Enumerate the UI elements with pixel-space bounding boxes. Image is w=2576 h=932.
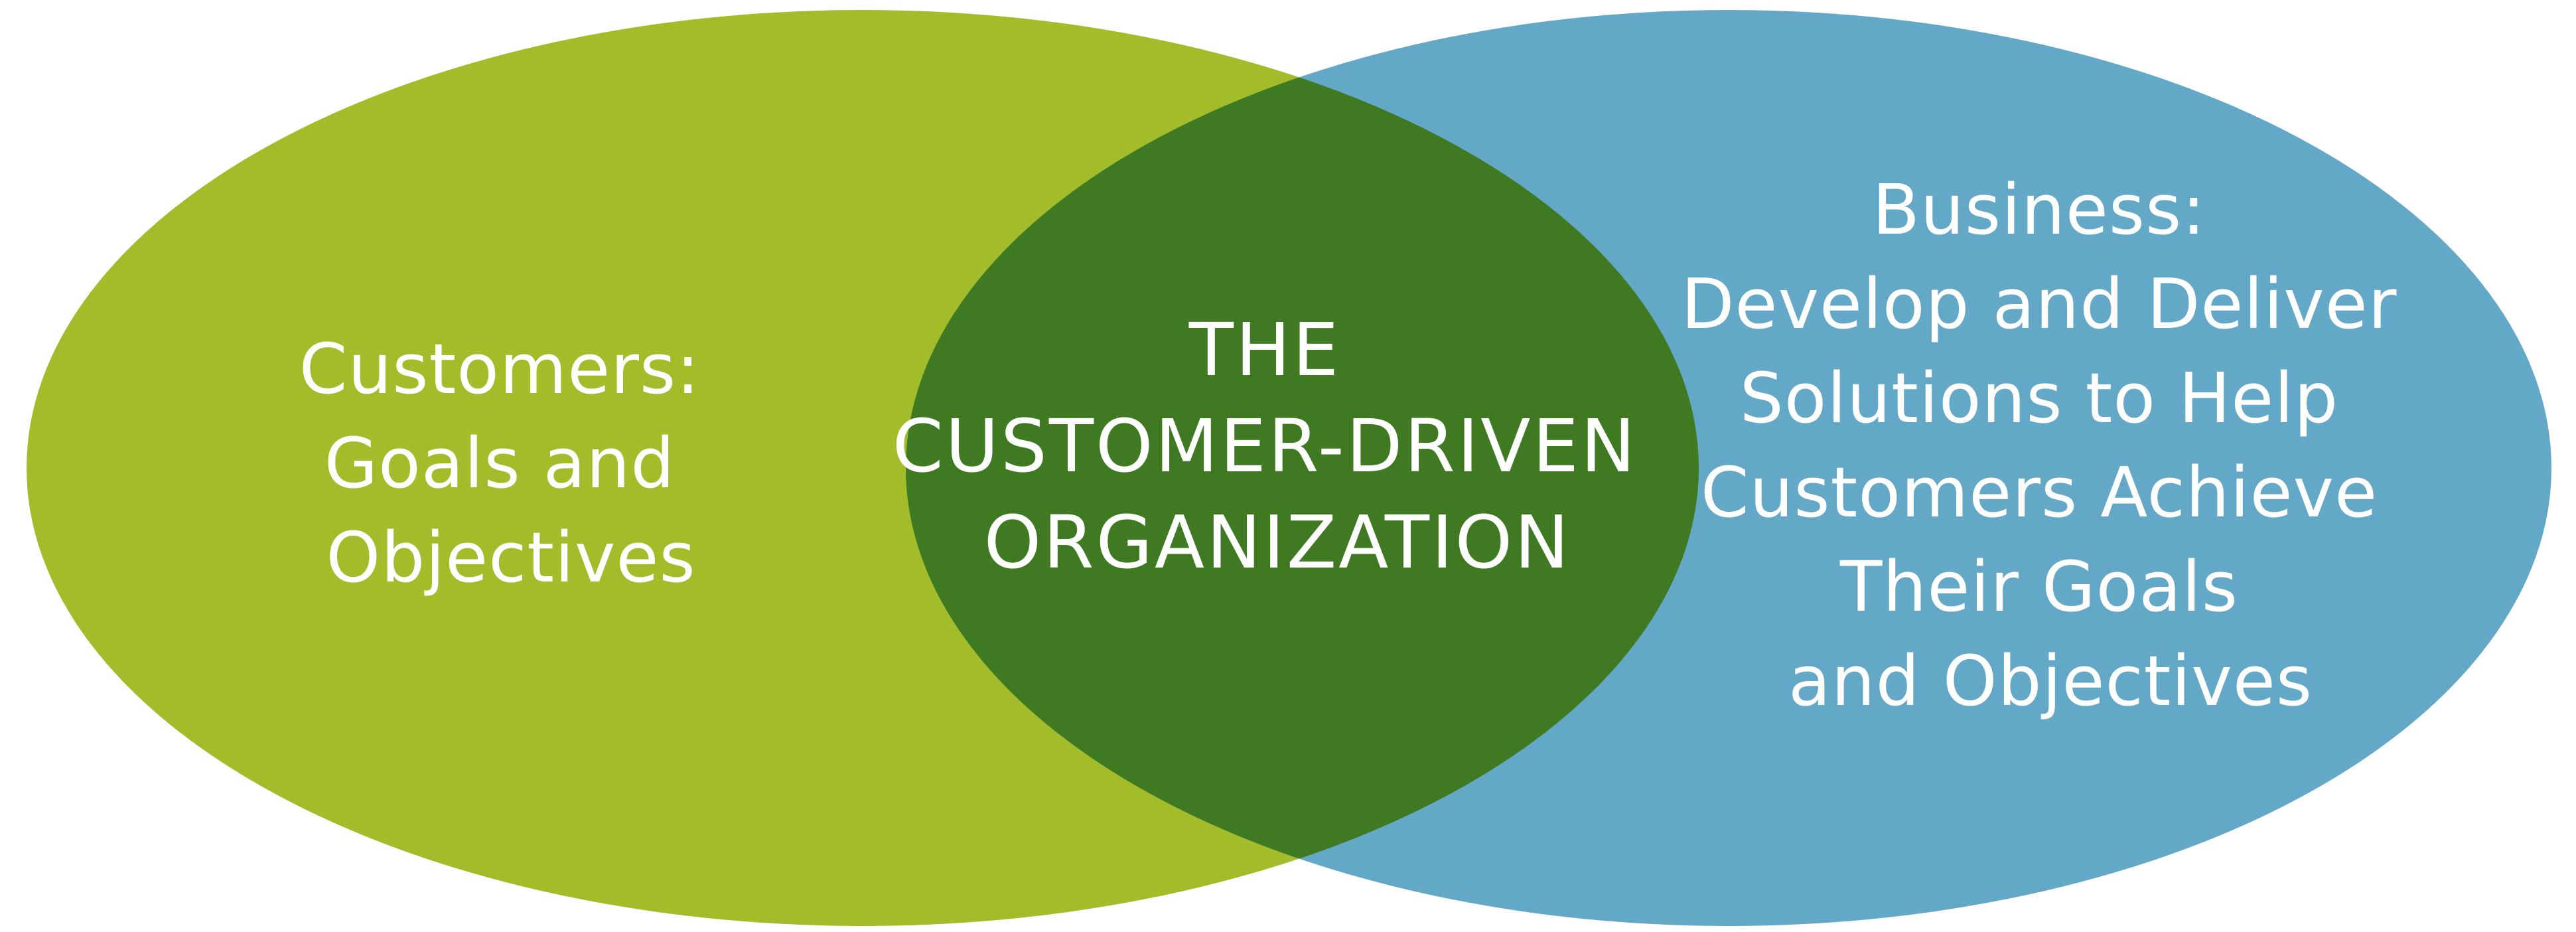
- center-label-line: ORGANIZATION: [984, 500, 1571, 585]
- center-label: THE CUSTOMER-DRIVEN ORGANIZATION: [893, 307, 1663, 585]
- business-label-line: Business:: [1873, 169, 2206, 250]
- customers-label-line: Objectives: [326, 517, 695, 598]
- business-label-line: Customers Achieve: [1701, 452, 2378, 533]
- overlap-region: [906, 10, 1699, 926]
- customers-label-line: Goals and: [324, 423, 676, 504]
- business-label-line: Develop and Deliver: [1681, 264, 2397, 345]
- business-label-line: Their Goals: [1839, 546, 2238, 627]
- business-label-line: and Objectives: [1788, 641, 2313, 722]
- customers-label-line: Customers:: [299, 329, 700, 410]
- center-label-line: CUSTOMER-DRIVEN: [893, 404, 1638, 489]
- business-label-line: Solutions to Help: [1740, 358, 2338, 439]
- customers-label: Customers: Goals and Objectives: [299, 329, 723, 598]
- center-label-line: THE: [1188, 307, 1340, 392]
- business-label: Business: Develop and Deliver Solutions …: [1681, 169, 2419, 722]
